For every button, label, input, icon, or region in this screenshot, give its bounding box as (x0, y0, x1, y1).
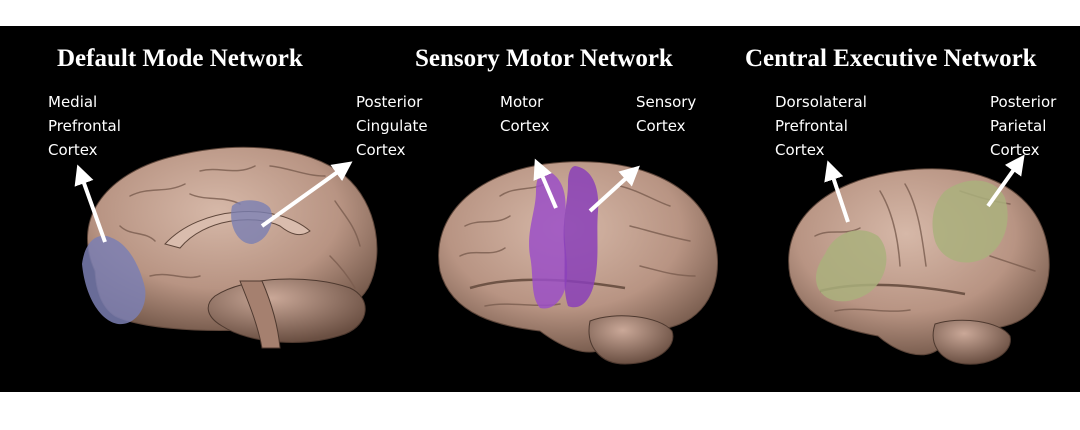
brain-sensory-motor (438, 158, 718, 365)
arrow-medial-prefrontal (74, 164, 107, 243)
arrow-sensory-cortex (588, 165, 640, 213)
label-posterior-parietal-cortex: Posterior Parietal Cortex (990, 93, 1057, 159)
label-motor-cortex: Motor Cortex (500, 93, 550, 135)
figure-panel: Default Mode Network Sensory Motor Netwo… (0, 26, 1080, 392)
arrow-posterior-cingulate (260, 161, 353, 228)
label-dorsolateral-prefrontal-cortex: Dorsolateral Prefrontal Cortex (775, 93, 867, 159)
title-central-executive-network: Central Executive Network (745, 45, 1037, 72)
arrow-dorsolateral-prefrontal (824, 160, 850, 223)
label-medial-prefrontal-cortex: Medial Prefrontal Cortex (48, 93, 121, 159)
brain-central-executive (788, 154, 1050, 365)
title-sensory-motor-network: Sensory Motor Network (415, 45, 673, 72)
label-posterior-cingulate-cortex: Posterior Cingulate Cortex (356, 93, 428, 159)
brain-default-mode (74, 146, 378, 349)
title-default-mode-network: Default Mode Network (57, 45, 303, 72)
arrow-motor-cortex (533, 158, 558, 209)
arrow-posterior-parietal (986, 154, 1025, 208)
brain-illustrations (74, 146, 1050, 365)
label-sensory-cortex: Sensory Cortex (636, 93, 697, 135)
